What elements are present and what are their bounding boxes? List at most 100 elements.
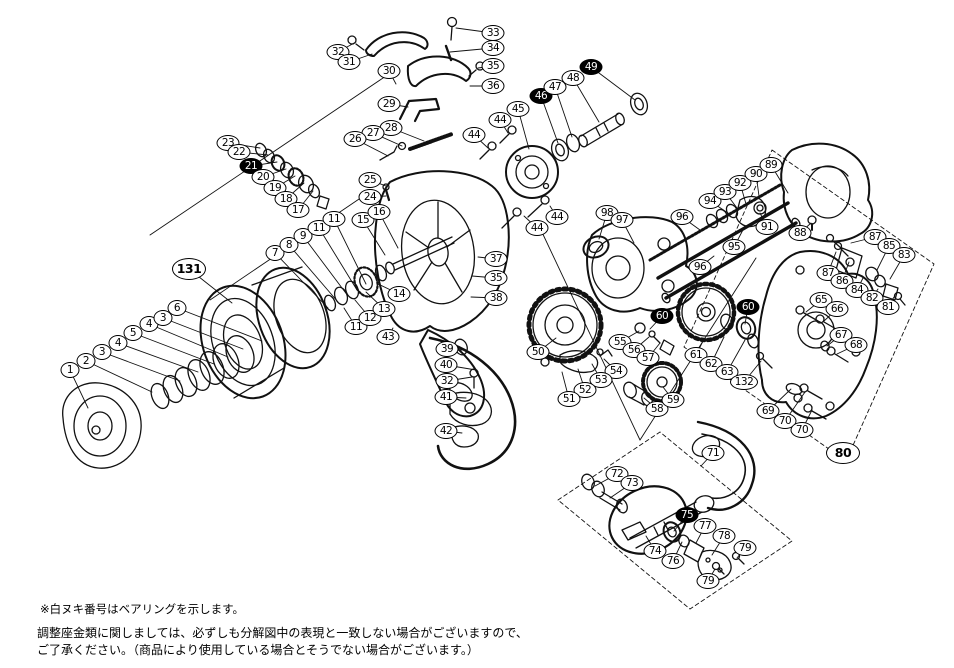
part-balloon-1: 1: [60, 362, 80, 378]
part-balloon-16: 16: [367, 204, 391, 220]
spool: [186, 258, 343, 411]
part-balloon-53: 53: [589, 372, 613, 388]
part-balloon-89: 89: [759, 157, 783, 173]
part-balloon-44: 44: [488, 112, 512, 128]
part-balloon-44: 44: [545, 209, 569, 225]
part-balloon-31: 31: [337, 54, 361, 70]
part-balloon-14: 14: [387, 286, 411, 302]
part-balloon-24: 24: [358, 189, 382, 205]
part-balloon-97: 97: [610, 212, 634, 228]
part-balloon-58: 58: [645, 401, 669, 417]
part-balloon-79: 79: [733, 540, 757, 556]
part-balloon-13: 13: [372, 301, 396, 317]
shim-note-line2: ご了承ください。（商品により使用している場合とそうでない場合がございます。）: [37, 643, 479, 657]
part-balloon-52: 52: [573, 382, 597, 398]
part-balloon-32: 32: [435, 373, 459, 389]
part-balloon-45: 45: [506, 101, 530, 117]
part-balloon-69: 69: [756, 403, 780, 419]
part-balloon-60: 60: [650, 308, 674, 324]
part-balloon-44: 44: [525, 220, 549, 236]
part-balloon-81: 81: [876, 299, 900, 315]
handle-knob-cap-parts: [661, 520, 744, 580]
rotor-nut-clutch-assembly: [480, 91, 650, 228]
part-balloon-9: 9: [293, 228, 313, 244]
part-balloon-36: 36: [481, 78, 505, 94]
part-balloon-33: 33: [481, 25, 505, 41]
bearing-note: ※白ヌキ番号はベアリングを示します。: [40, 602, 244, 616]
part-balloon-95: 95: [722, 239, 746, 255]
leader-line-11: [334, 219, 366, 284]
part-balloon-6: 6: [167, 300, 187, 316]
part-balloon-49: 49: [579, 59, 603, 75]
part-balloon-91: 91: [755, 219, 779, 235]
part-balloon-8: 8: [279, 237, 299, 253]
part-balloon-17: 17: [286, 202, 310, 218]
part-balloon-7: 7: [265, 245, 285, 261]
part-balloon-74: 74: [643, 543, 667, 559]
part-balloon-79: 79: [696, 573, 720, 589]
leader-line-47: [555, 87, 572, 137]
part-balloon-47: 47: [543, 79, 567, 95]
part-balloon-71: 71: [701, 445, 725, 461]
part-balloon-132: 132: [730, 374, 758, 390]
drive-face-gear: [529, 289, 601, 361]
part-balloon-4: 4: [108, 335, 128, 351]
leader-line-2: [86, 361, 152, 392]
leader-line-3: [163, 318, 243, 349]
part-balloon-3: 3: [92, 344, 112, 360]
part-balloon-30: 30: [377, 63, 401, 79]
part-balloon-35: 35: [484, 270, 508, 286]
part-balloon-37: 37: [484, 251, 508, 267]
part-balloon-22: 22: [227, 144, 251, 160]
part-balloon-25: 25: [358, 172, 382, 188]
part-balloon-80: 80: [826, 442, 860, 464]
part-balloon-60: 60: [736, 299, 760, 315]
part-balloon-11: 11: [322, 211, 346, 227]
part-balloon-35: 35: [481, 58, 505, 74]
drag-knob-assembly: [63, 332, 259, 469]
part-balloon-77: 77: [693, 518, 717, 534]
part-balloon-76: 76: [661, 553, 685, 569]
leader-line-8: [289, 245, 338, 302]
part-balloon-5: 5: [123, 325, 143, 341]
leader-line-6: [177, 308, 262, 341]
part-balloon-3: 3: [153, 310, 173, 326]
anti-reverse-cam-assembly: [827, 235, 906, 306]
leader-line-11: [319, 228, 357, 290]
part-balloon-42: 42: [434, 423, 458, 439]
upper-washer-stack: [254, 142, 329, 209]
part-balloon-75: 75: [675, 507, 699, 523]
part-balloon-40: 40: [434, 357, 458, 373]
rotor: [375, 171, 515, 469]
part-balloon-131: 131: [172, 258, 206, 280]
part-balloon-70: 70: [773, 413, 797, 429]
rotor-brake-cover: [781, 144, 872, 242]
part-balloon-39: 39: [435, 341, 459, 357]
part-balloon-26: 26: [343, 131, 367, 147]
part-balloon-2: 2: [76, 353, 96, 369]
line-roller-assembly: [450, 337, 491, 447]
part-balloon-51: 51: [557, 391, 581, 407]
part-balloon-48: 48: [561, 70, 585, 86]
part-balloon-88: 88: [788, 225, 812, 241]
part-balloon-50: 50: [526, 344, 550, 360]
part-balloon-83: 83: [892, 247, 916, 263]
part-balloon-96: 96: [688, 259, 712, 275]
clutch-cam-parts: [704, 197, 766, 230]
part-balloon-96: 96: [670, 209, 694, 225]
part-balloon-73: 73: [620, 475, 644, 491]
part-balloon-59: 59: [661, 392, 685, 408]
part-balloon-92: 92: [728, 175, 752, 191]
part-balloon-66: 66: [825, 301, 849, 317]
part-balloon-44: 44: [462, 127, 486, 143]
part-balloon-29: 29: [377, 96, 401, 112]
leader-line-9: [303, 236, 348, 296]
shim-note-line1: 調整座金類に関しましては、必ずしも分解図中の表現と一致しない場合がございますので…: [37, 626, 528, 640]
part-balloon-38: 38: [484, 290, 508, 306]
leader-line-46: [541, 96, 558, 143]
gear-housing-body: [580, 217, 697, 311]
part-balloon-78: 78: [712, 528, 736, 544]
part-balloon-43: 43: [376, 329, 400, 345]
